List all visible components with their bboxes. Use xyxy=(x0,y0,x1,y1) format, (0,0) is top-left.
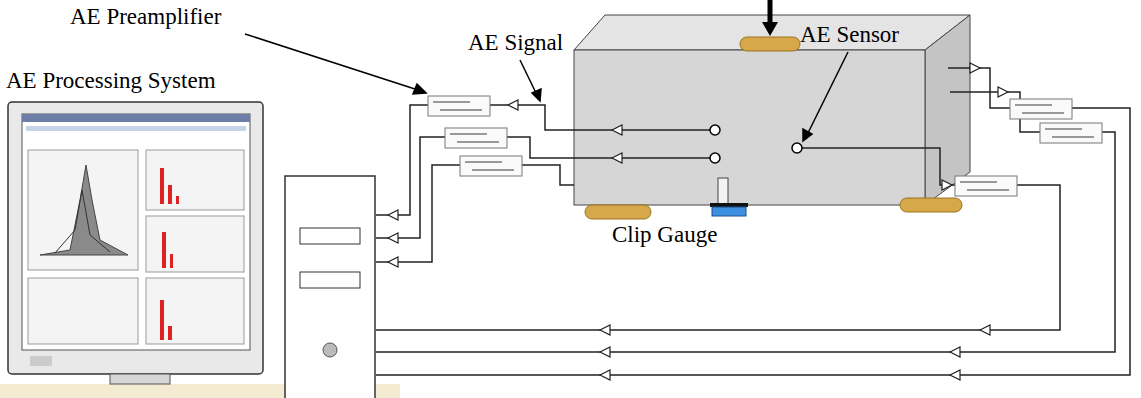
support-roller xyxy=(900,198,962,212)
leader-arrowhead xyxy=(803,129,812,141)
load-arrow xyxy=(768,0,773,24)
wire-arrowhead xyxy=(980,325,990,335)
chart-bar xyxy=(160,300,164,340)
ae-sensor xyxy=(710,125,720,135)
chart-bar xyxy=(170,254,173,268)
wire xyxy=(376,132,1115,352)
preamplifier xyxy=(445,128,507,148)
computer-tower xyxy=(285,176,375,398)
callout-label: AE Preamplifier xyxy=(70,4,221,30)
marking xyxy=(967,189,1009,191)
wire-arrowhead xyxy=(950,370,960,380)
chart-panel xyxy=(146,278,244,344)
drive-bay xyxy=(300,228,360,244)
monitor-stand xyxy=(110,374,170,384)
marking xyxy=(1052,136,1094,138)
preamplifier-markings xyxy=(433,102,1094,190)
load-roller xyxy=(740,37,800,51)
preamplifier xyxy=(1010,99,1072,119)
chart-bar xyxy=(168,185,172,204)
marking xyxy=(1015,104,1052,106)
ae-sensor xyxy=(792,143,802,153)
chart-3d xyxy=(55,190,110,253)
wire xyxy=(507,137,710,158)
preamplifiers xyxy=(428,96,1102,196)
leader-arrowhead xyxy=(413,84,426,94)
wire-arrowhead xyxy=(950,347,960,357)
marking xyxy=(433,101,470,103)
wire xyxy=(522,165,574,185)
wire xyxy=(376,185,1060,330)
wire xyxy=(376,108,1130,375)
preamplifier xyxy=(428,96,490,116)
beam-front xyxy=(574,50,925,205)
wire xyxy=(948,68,1010,108)
marking xyxy=(472,169,514,171)
chart-bar xyxy=(160,168,164,204)
callout-label: Clip Gauge xyxy=(612,222,717,248)
monitor-logo xyxy=(30,356,52,366)
marking xyxy=(440,109,482,111)
wire xyxy=(490,105,710,130)
wire-arrowhead xyxy=(600,347,610,357)
wires xyxy=(376,68,1130,375)
ae-sensor xyxy=(710,153,720,163)
marking xyxy=(465,161,502,163)
leader-line xyxy=(808,52,848,133)
wire xyxy=(376,137,445,238)
wire-arrowhead xyxy=(970,63,980,73)
monitor xyxy=(8,102,263,374)
callout-label: AE Processing System xyxy=(6,68,216,94)
chart-bar xyxy=(168,326,172,340)
wire-arrowhead xyxy=(388,210,398,220)
preamplifier xyxy=(955,176,1017,196)
power-button xyxy=(323,343,337,357)
marking xyxy=(457,141,499,143)
wire-arrowhead xyxy=(600,325,610,335)
wire-arrowhead xyxy=(612,125,622,135)
wire-arrowhead xyxy=(998,87,1008,97)
chart-panel xyxy=(146,150,244,210)
chart-panel xyxy=(146,216,244,272)
toolbar xyxy=(26,126,246,131)
clip-gauge xyxy=(712,207,746,216)
callout-label: AE Signal xyxy=(468,30,563,56)
wire-arrowhead xyxy=(508,100,518,110)
wire-arrowheads xyxy=(388,63,1008,380)
load-arrowhead xyxy=(762,22,778,36)
wire-arrowhead xyxy=(612,153,622,163)
wire-arrowhead xyxy=(942,180,952,190)
leader-line xyxy=(245,34,418,90)
wire xyxy=(802,148,955,185)
wire-arrowhead xyxy=(600,370,610,380)
chart-panel xyxy=(28,150,138,270)
clip-gauge-blade xyxy=(710,203,748,207)
wire xyxy=(376,165,460,262)
drive-bay xyxy=(300,272,360,288)
leader-line xyxy=(520,60,536,93)
chart-panel xyxy=(28,278,138,344)
callout-label: AE Sensor xyxy=(800,22,899,48)
preamplifier xyxy=(460,156,522,176)
window-bar xyxy=(22,114,250,122)
wire-arrowhead xyxy=(388,257,398,267)
chart-3d xyxy=(40,165,128,255)
support-roller xyxy=(585,205,651,219)
preamplifier xyxy=(1040,123,1102,143)
marking xyxy=(450,133,487,135)
chart-bar xyxy=(162,232,166,268)
wire-arrowhead xyxy=(388,233,398,243)
notch xyxy=(718,178,728,205)
monitor-screen xyxy=(22,114,250,350)
marking xyxy=(1045,128,1082,130)
chart-bar xyxy=(176,196,179,204)
leader-arrowhead xyxy=(532,89,541,101)
marking xyxy=(1022,112,1064,114)
marking xyxy=(960,181,997,183)
